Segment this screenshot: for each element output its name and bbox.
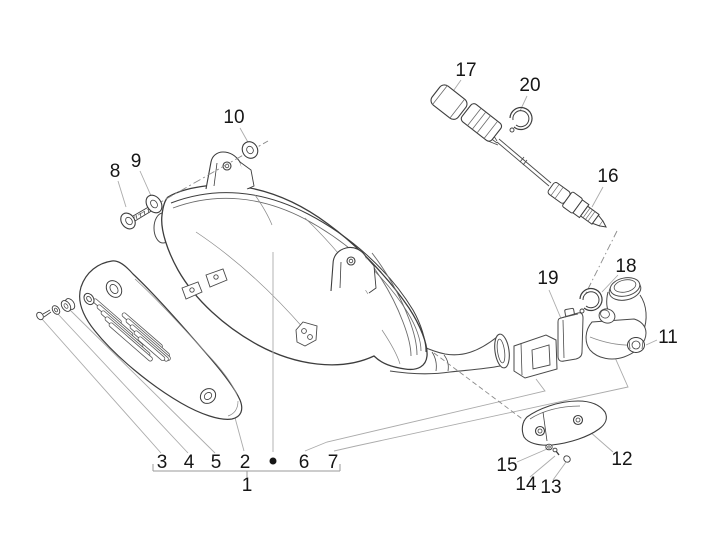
shield-holes xyxy=(83,280,217,404)
callout-10: 10 xyxy=(223,107,244,128)
washer-15 xyxy=(545,443,553,451)
lambda-sensor-assembly xyxy=(430,84,607,228)
callout-6: 6 xyxy=(299,452,310,473)
callout-2: 2 xyxy=(240,452,251,473)
leader-9 xyxy=(139,170,153,199)
callout-14: 14 xyxy=(515,474,537,495)
leader-8 xyxy=(117,180,127,208)
shield-screw-set xyxy=(36,298,76,321)
leader-11 xyxy=(645,339,658,346)
washer-9 xyxy=(145,194,163,214)
washer-4 xyxy=(51,305,61,315)
leader-3 xyxy=(41,318,162,454)
leader-12 xyxy=(588,430,614,453)
callout-19: 19 xyxy=(537,268,558,289)
group-bracket-line xyxy=(152,464,341,477)
screw-3-shaft xyxy=(42,309,52,318)
assembly-bullet-marker xyxy=(269,457,277,465)
washer-10 xyxy=(241,141,259,159)
callout-17: 17 xyxy=(455,60,476,81)
callout-4: 4 xyxy=(184,452,195,473)
top-seam xyxy=(170,192,427,353)
connector-cap-17 xyxy=(430,84,468,120)
callout-20: 20 xyxy=(519,75,540,96)
callout-3: 3 xyxy=(157,452,168,473)
inlet-elbow xyxy=(585,277,647,360)
pipe-mouth xyxy=(494,333,510,369)
callout-18: 18 xyxy=(615,256,636,277)
pipe-coupling-sleeve xyxy=(513,334,558,379)
leader-6 xyxy=(304,378,546,452)
screw-8-head xyxy=(120,212,136,230)
lower-guard-assembly xyxy=(521,400,607,463)
front-mount-bracket xyxy=(205,151,255,190)
snap-ring-18 xyxy=(579,287,603,314)
shell-tabs xyxy=(181,268,318,347)
spacer-block-19 xyxy=(557,307,584,362)
callout-7: 7 xyxy=(328,452,339,473)
leader-20 xyxy=(519,95,528,112)
callout-15: 15 xyxy=(496,455,517,476)
screw-3-head xyxy=(36,311,44,321)
leader-13 xyxy=(552,461,567,481)
sensor-boss xyxy=(598,308,616,324)
leader-14 xyxy=(529,455,556,478)
sensor-locator-dashed-line xyxy=(585,230,618,294)
lambda-sensor-16 xyxy=(547,182,607,228)
sensor-cable xyxy=(496,138,552,187)
leader-4 xyxy=(56,312,189,454)
leader-16 xyxy=(591,186,604,208)
guard-fasteners xyxy=(545,443,571,463)
callout-11: 11 xyxy=(658,327,678,348)
leader-18 xyxy=(601,274,619,293)
leader-15 xyxy=(516,448,548,463)
guard-locator-dashed-line xyxy=(433,352,534,428)
callout-8: 8 xyxy=(110,161,121,182)
leader-10 xyxy=(239,127,250,145)
callout-1: 1 xyxy=(242,475,253,496)
callouts: 8 9 10 17 20 16 18 19 11 12 15 14 13 3 4… xyxy=(110,60,678,498)
callout-12: 12 xyxy=(611,449,632,470)
callout-16: 16 xyxy=(597,166,618,187)
snap-ring-20 xyxy=(509,106,533,133)
callout-9: 9 xyxy=(131,151,142,172)
heat-shield xyxy=(79,260,243,420)
leader-5 xyxy=(67,307,216,454)
sensor-connector xyxy=(460,103,503,142)
vent-slots xyxy=(92,298,171,362)
shield-inner-edge xyxy=(134,278,238,396)
end-cap-seam xyxy=(365,256,412,357)
callout-5: 5 xyxy=(211,452,222,473)
muffler-body xyxy=(153,151,428,371)
rear-mount-bracket xyxy=(330,246,377,294)
leader-2 xyxy=(233,413,245,452)
callout-13: 13 xyxy=(540,477,561,498)
flange-nut-11 xyxy=(627,337,645,353)
upper-fasteners xyxy=(120,141,259,230)
